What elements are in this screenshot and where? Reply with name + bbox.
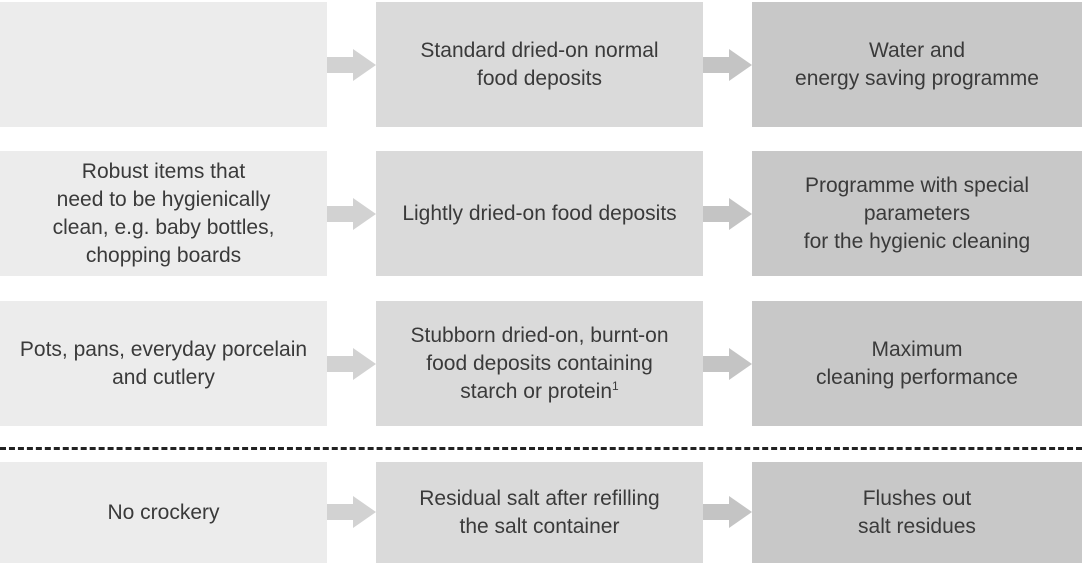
deposit-box-row-2: Lightly dried-on food deposits — [376, 151, 703, 276]
deposit-label-row-3: Stubborn dried-on, burnt-on food deposit… — [411, 322, 669, 406]
right-arrow-icon — [703, 198, 752, 230]
programme-label-row-3: Maximum cleaning performance — [816, 337, 1018, 389]
deposit-label-row-1: Standard dried-on normal food deposits — [420, 38, 659, 90]
deposit-box-row-3: Stubborn dried-on, burnt-on food deposit… — [376, 301, 703, 426]
right-arrow-icon — [703, 49, 752, 81]
deposit-label-row-4: Residual salt after refilling the salt c… — [419, 486, 660, 538]
item-label-row-2: Robust items that need to be hygienicall… — [52, 159, 275, 267]
right-arrow-icon — [703, 496, 752, 528]
right-arrow-icon — [703, 348, 752, 380]
right-arrow-icon — [327, 198, 376, 230]
item-box-row-4: No crockery — [0, 462, 327, 563]
item-box-row-3: Pots, pans, everyday porcelain and cutle… — [0, 301, 327, 426]
item-label-row-3: Pots, pans, everyday porcelain and cutle… — [19, 337, 308, 389]
item-label-row-4: No crockery — [107, 500, 220, 524]
item-box-row-1 — [0, 2, 327, 127]
deposit-text-row-3: Stubborn dried-on, burnt-on food deposit… — [410, 323, 669, 403]
item-box-row-2: Robust items that need to be hygienicall… — [0, 151, 327, 276]
programme-box-row-2: Programme with special parameters for th… — [752, 151, 1082, 276]
programme-box-row-3: Maximum cleaning performance — [752, 301, 1082, 426]
deposit-box-row-4: Residual salt after refilling the salt c… — [376, 462, 703, 563]
footnote-marker: 1 — [612, 378, 619, 393]
programme-label-row-1: Water and energy saving programme — [795, 38, 1039, 90]
deposit-label-row-2: Lightly dried-on food deposits — [402, 201, 677, 225]
deposit-box-row-1: Standard dried-on normal food deposits — [376, 2, 703, 127]
programme-box-row-1: Water and energy saving programme — [752, 2, 1082, 127]
right-arrow-icon — [327, 49, 376, 81]
programme-label-row-2: Programme with special parameters for th… — [803, 173, 1031, 253]
right-arrow-icon — [327, 496, 376, 528]
right-arrow-icon — [327, 348, 376, 380]
programme-box-row-4: Flushes out salt residues — [752, 462, 1082, 563]
programme-label-row-4: Flushes out salt residues — [858, 486, 976, 538]
dashed-divider — [0, 447, 1082, 450]
